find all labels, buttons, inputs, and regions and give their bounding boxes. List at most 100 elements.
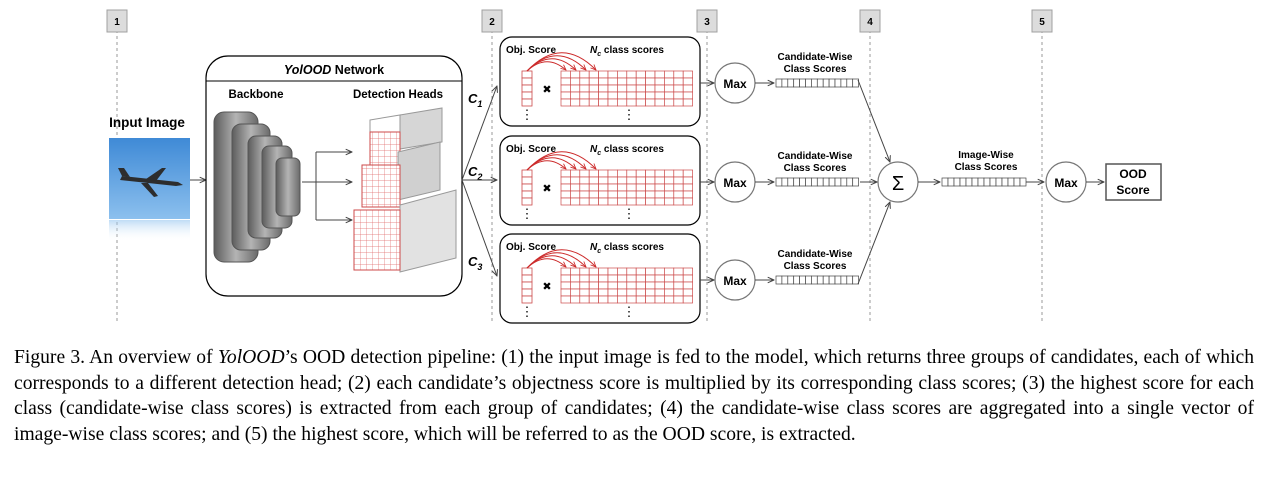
class-score-cell: [635, 70, 646, 79]
class-score-cell: [607, 176, 618, 185]
image-wise-cell: [995, 177, 1003, 187]
step-number: 4: [867, 17, 873, 28]
image-wise-cell: [977, 177, 985, 187]
class-score-cell: [560, 190, 571, 199]
vertical-dots: ⋮: [623, 206, 636, 221]
candidate-wise-cell: [834, 78, 842, 88]
class-score-cell: [588, 98, 599, 107]
detection-heads: [353, 107, 457, 273]
class-score-cell: [673, 183, 684, 192]
ood-score-box: [1105, 163, 1162, 201]
vertical-dots: ⋮: [623, 107, 636, 122]
class-score-cell: [645, 267, 656, 276]
candidate-wise-cell: [822, 78, 830, 88]
class-score-cell: [673, 91, 684, 100]
class-score-cell: [607, 84, 618, 93]
class-scores-label: Nc class scores: [590, 144, 664, 157]
class-score-cell: [607, 288, 618, 297]
class-score-cell: [598, 91, 609, 100]
class-score-cell: [654, 190, 665, 199]
class-score-cell: [570, 281, 581, 290]
candidate-wise-cell: [852, 275, 859, 285]
class-score-cell: [570, 70, 581, 79]
image-wise-cell: [965, 177, 973, 187]
class-score-cell: [560, 84, 571, 93]
class-score-cell: [598, 77, 609, 86]
class-score-cell: [588, 91, 599, 100]
network-title: YolOOD Network: [284, 63, 384, 77]
class-score-cell: [617, 91, 628, 100]
class-score-cell: [607, 77, 618, 86]
class-score-cell: [626, 267, 637, 276]
max-label: Max: [723, 176, 747, 190]
class-score-cell: [682, 70, 693, 79]
class-score-cell: [598, 183, 609, 192]
ood-score-label-2: Score: [1116, 183, 1150, 197]
class-score-cell: [645, 70, 656, 79]
class-score-cell: [579, 190, 590, 199]
class-score-cell: [626, 70, 637, 79]
class-score-cell: [664, 183, 675, 192]
class-score-cell: [645, 288, 656, 297]
step-number: 1: [114, 17, 120, 28]
class-score-cell: [598, 197, 609, 206]
candidate-wise-cell: [846, 78, 854, 88]
max-label-final: Max: [1054, 176, 1078, 190]
class-score-cell: [617, 288, 628, 297]
class-score-cell: [588, 84, 599, 93]
candidate-wise-cell: [834, 275, 842, 285]
candidate-wise-cell: [787, 177, 795, 187]
candidate-wise-cell: [775, 275, 783, 285]
class-score-cell: [626, 295, 637, 304]
candidate-wise-cell: [799, 177, 806, 187]
class-score-cell: [607, 190, 618, 199]
class-score-cell: [673, 197, 684, 206]
class-score-cell: [682, 274, 693, 283]
step-marker-4: 4: [859, 9, 881, 322]
class-score-cell: [560, 98, 571, 107]
class-score-cell: [588, 183, 599, 192]
class-score-cell: [682, 288, 693, 297]
candidate-wise-cell: [811, 78, 818, 88]
class-score-cell: [645, 295, 656, 304]
caption-prefix: Figure 3. An overview of: [14, 347, 218, 368]
class-score-cell: [664, 295, 675, 304]
image-wise-cell: [989, 177, 997, 187]
candidate-wise-cell: [840, 177, 848, 187]
class-scores-label: Nc class scores: [590, 45, 664, 58]
class-score-cell: [664, 176, 675, 185]
class-score-cell: [617, 169, 628, 178]
class-score-cell: [588, 169, 599, 178]
class-score-cell: [579, 281, 590, 290]
class-score-cell: [626, 176, 637, 185]
class-score-cell: [598, 176, 609, 185]
multiply-arrow: [526, 52, 596, 72]
class-score-cell: [664, 98, 675, 107]
candidate-wise-cell: [793, 78, 800, 88]
candidate-wise-cell: [805, 78, 812, 88]
objectness-cell: [521, 169, 533, 178]
candidate-wise-cell: [805, 275, 812, 285]
class-score-cell: [682, 91, 693, 100]
max-label: Max: [723, 274, 747, 288]
candidate-wise-cell: [816, 177, 824, 187]
class-score-cell: [682, 176, 693, 185]
aggregation: Σ Image-Wise Class Scores: [857, 79, 1044, 285]
class-score-cell: [664, 70, 675, 79]
class-score-cell: [598, 70, 609, 79]
step-marker-5: 5: [1031, 9, 1053, 322]
candidate-wise-cell: [852, 78, 859, 88]
class-score-cell: [645, 281, 656, 290]
objectness-cell: [521, 267, 533, 276]
class-score-cell: [654, 281, 665, 290]
class-score-cell: [598, 98, 609, 107]
image-wise-cell: [1007, 177, 1015, 187]
class-score-cell: [570, 91, 581, 100]
class-score-cell: [664, 91, 675, 100]
objectness-cell: [521, 197, 533, 206]
image-wise-cell: [941, 177, 949, 187]
class-score-cell: [673, 98, 684, 107]
candidate-wise-cell: [828, 275, 836, 285]
